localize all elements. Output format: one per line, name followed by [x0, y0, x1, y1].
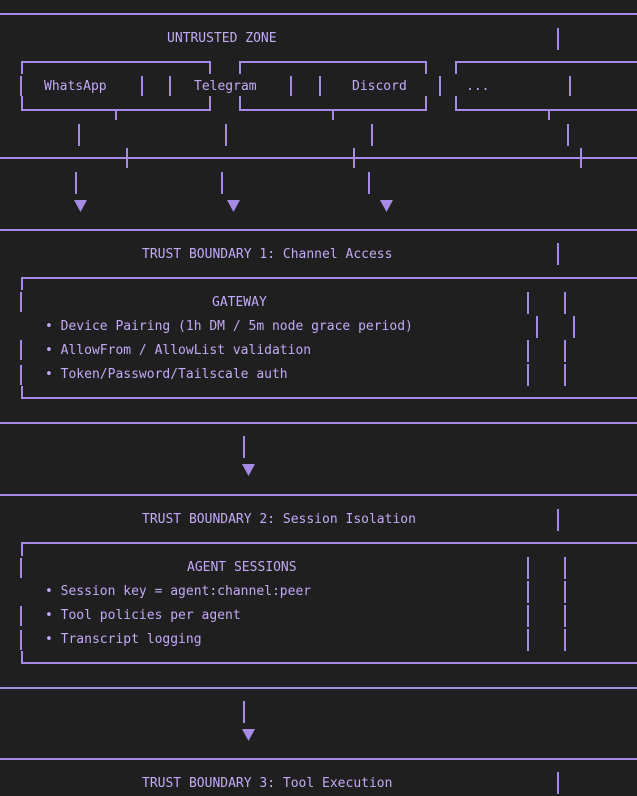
channel-whatsapp: WhatsApp: [44, 79, 107, 94]
gateway-title: GATEWAY: [212, 295, 267, 310]
untrusted-zone-title: UNTRUSTED ZONE: [167, 31, 277, 46]
boundary1-title: TRUST BOUNDARY 1: Channel Access: [142, 247, 393, 262]
boundary3-title: TRUST BOUNDARY 3: Tool Execution: [142, 776, 393, 791]
gateway-item: • Device Pairing (1h DM / 5m node grace …: [45, 319, 413, 334]
agent-sessions-item: • Transcript logging: [45, 632, 202, 647]
agent-sessions-box: [21, 542, 637, 664]
channel-discord: Discord: [352, 79, 407, 94]
agent-sessions-item: • Tool policies per agent: [45, 608, 241, 623]
arrow-head: [242, 464, 255, 476]
channel-more: ...: [466, 79, 490, 94]
gateway-item: • Token/Password/Tailscale auth: [45, 367, 288, 382]
arrow-head: [380, 200, 393, 212]
arrow-head: [227, 200, 240, 212]
boundary2-title: TRUST BOUNDARY 2: Session Isolation: [142, 512, 416, 527]
gateway-box: [21, 277, 637, 399]
more-box: [455, 61, 637, 111]
channel-telegram: Telegram: [194, 79, 257, 94]
arrow-head: [242, 729, 255, 741]
arrow-head: [74, 200, 87, 212]
agent-sessions-item: • Session key = agent:channel:peer: [45, 584, 312, 599]
gateway-item: • AllowFrom / AllowList validation: [45, 343, 312, 358]
agent-sessions-title: AGENT SESSIONS: [187, 560, 297, 575]
